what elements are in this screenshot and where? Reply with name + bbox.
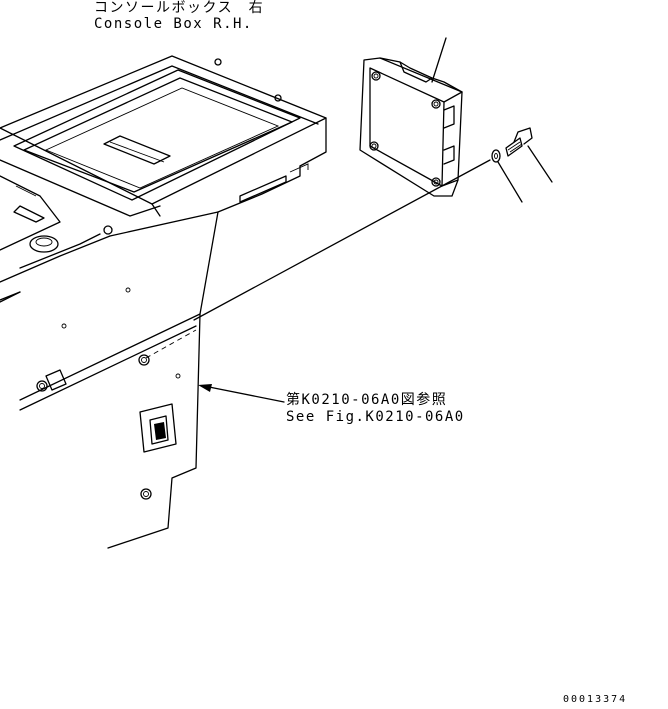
drawing-number: 00013374 [563, 694, 628, 705]
bolt-leader-line [527, 145, 553, 183]
module-leader-line [431, 37, 447, 83]
reference-label-en: See Fig.K0210-06A0 [286, 409, 465, 425]
assembly-guide-line [193, 159, 491, 321]
console-box-label-jp: コンソールボックス 右 [94, 0, 265, 16]
reference-label-jp: 第K0210-06A0図参照 [286, 392, 448, 408]
washer-leader-line [497, 161, 523, 203]
bolt [505, 127, 533, 157]
controller-module [359, 57, 463, 197]
reference-arrowhead [198, 384, 212, 392]
reference-arrow-line [203, 385, 285, 403]
console-box-label-en: Console Box R.H. [94, 16, 253, 32]
console-box-rh [0, 55, 327, 549]
washer [491, 149, 501, 163]
